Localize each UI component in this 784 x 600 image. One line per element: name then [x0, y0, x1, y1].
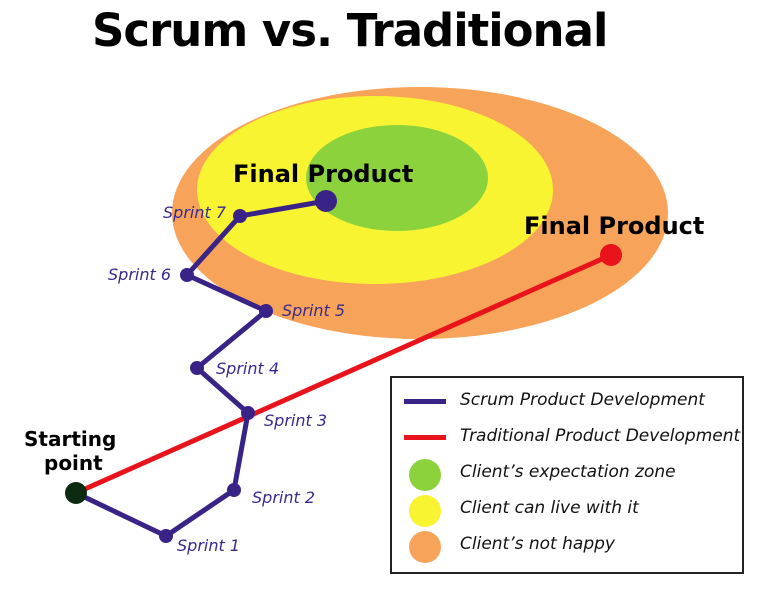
sprint-6-label: Sprint 6 — [108, 265, 171, 284]
starting-point-label-line2: point — [44, 451, 103, 475]
legend-swatch-live-with-it — [409, 495, 441, 527]
legend-swatch-traditional — [404, 435, 446, 440]
starting-point-label-line1: Starting — [24, 427, 116, 451]
sprint-1-node — [159, 529, 173, 543]
legend-item-expectation: Client’s expectation zone — [392, 455, 742, 491]
traditional-final-product-label: Final Product — [524, 212, 704, 240]
sprint-5-node — [259, 304, 273, 318]
page-title: Scrum vs. Traditional — [92, 4, 608, 57]
scrum-final-product-node — [315, 190, 337, 212]
legend-swatch-not-happy — [409, 531, 441, 563]
traditional-final-product-node — [600, 244, 622, 266]
legend-label-scrum: Scrum Product Development — [460, 390, 705, 410]
sprint-4-label: Sprint 4 — [216, 359, 279, 378]
legend-label-live-with-it: Client can live with it — [460, 498, 639, 518]
legend: Scrum Product Development Traditional Pr… — [390, 376, 744, 574]
sprint-7-label: Sprint 7 — [163, 203, 227, 222]
starting-point-node — [65, 482, 87, 504]
legend-label-not-happy: Client’s not happy — [460, 534, 615, 554]
legend-swatch-expectation — [409, 459, 441, 491]
sprint-1-label: Sprint 1 — [177, 536, 240, 555]
sprint-3-node — [241, 406, 255, 420]
scrum-final-product-label: Final Product — [233, 160, 413, 188]
legend-item-scrum: Scrum Product Development — [392, 383, 742, 419]
sprint-4-node — [190, 361, 204, 375]
sprint-6-node — [180, 268, 194, 282]
sprint-5-label: Sprint 5 — [282, 301, 345, 320]
sprint-7-node — [233, 209, 247, 223]
legend-item-not-happy: Client’s not happy — [392, 527, 742, 563]
legend-label-traditional: Traditional Product Development — [460, 426, 741, 446]
sprint-2-label: Sprint 2 — [252, 488, 315, 507]
traditional-path — [73, 252, 614, 496]
sprint-2-node — [227, 483, 241, 497]
legend-label-expectation: Client’s expectation zone — [460, 462, 676, 482]
zone-expectation — [306, 125, 488, 231]
legend-swatch-scrum — [404, 399, 446, 404]
legend-item-live-with-it: Client can live with it — [392, 491, 742, 527]
sprint-3-label: Sprint 3 — [264, 411, 327, 430]
legend-item-traditional: Traditional Product Development — [392, 419, 742, 455]
